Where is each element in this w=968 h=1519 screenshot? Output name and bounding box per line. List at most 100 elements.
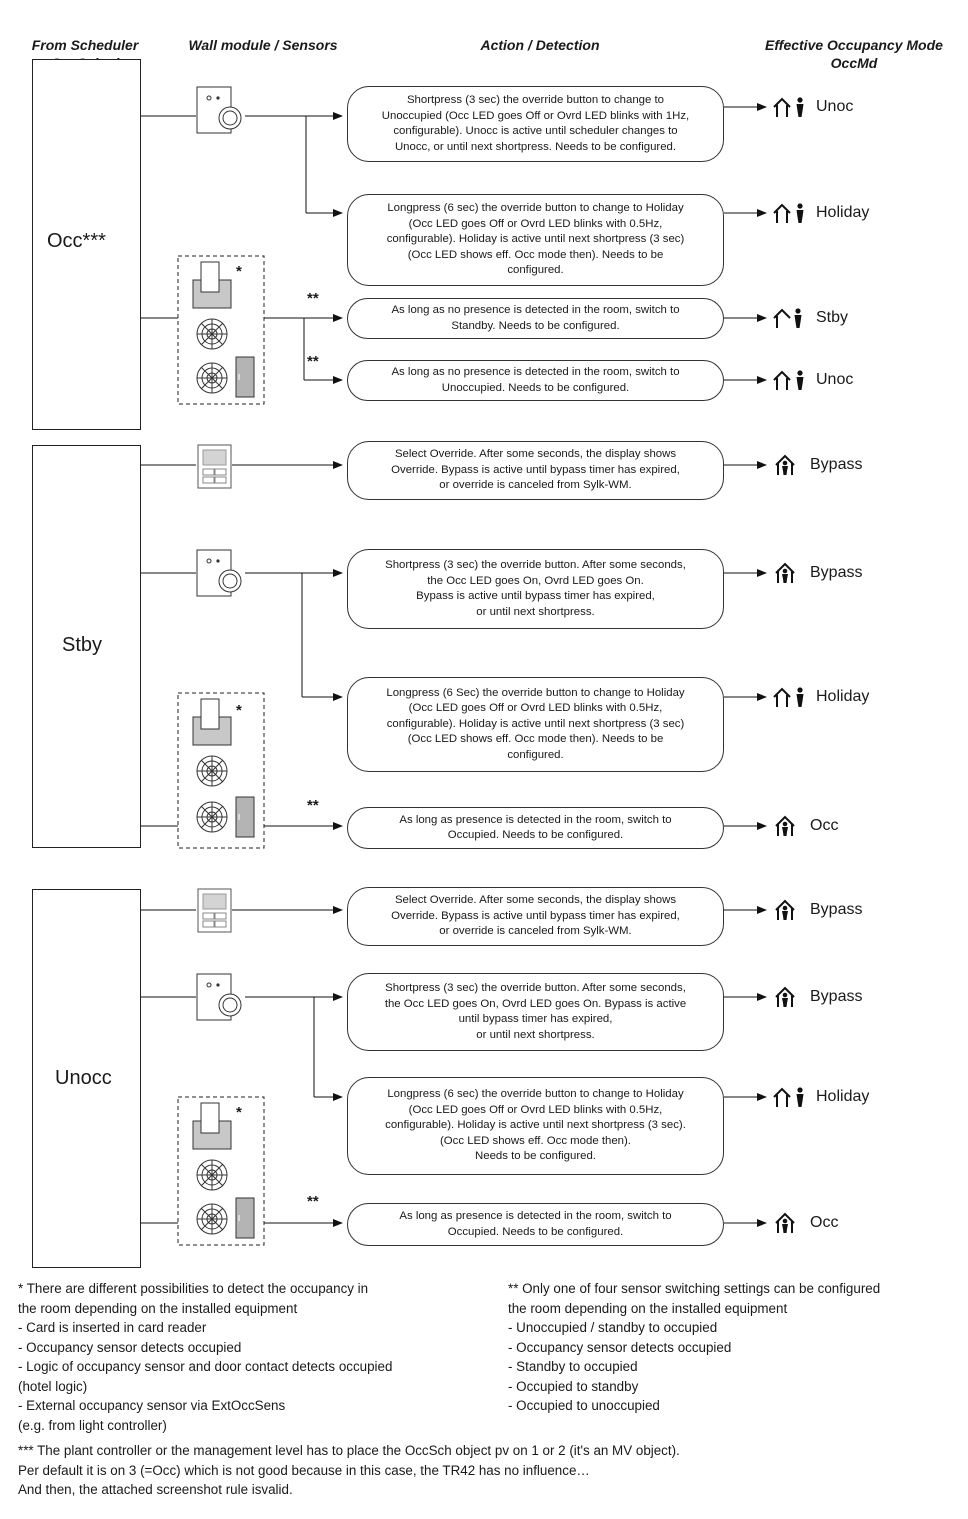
footnote-marker: ** — [307, 1193, 319, 1210]
header-action-detection: Action / Detection — [480, 37, 600, 53]
action-text-line: Occupied. Needs to be configured. — [447, 1225, 624, 1238]
half-house-person-icon — [773, 308, 802, 328]
footnote-line: - Standby to occupied — [508, 1359, 638, 1374]
action-text-line: Unoccupied. Needs to be configured. — [441, 381, 630, 394]
footnote-line: (hotel logic) — [18, 1378, 88, 1394]
action-text-line: Bypass is active until bypass timer has … — [416, 590, 655, 602]
action-text-line: until bypass timer has expired, — [458, 1013, 613, 1025]
footnote-line: the room depending on the installed equi… — [508, 1300, 788, 1316]
footnote-line: - Occupancy sensor detects occupied — [18, 1339, 242, 1355]
house-person-icon — [773, 1087, 804, 1107]
action-text-line: Longpress (6 Sec) the override button to… — [386, 686, 685, 699]
display-module-icon — [197, 888, 232, 933]
footnote-line: - Occupancy sensor detects occupied — [508, 1339, 732, 1355]
footnote-marker: * — [236, 263, 242, 280]
mode-result-holiday: Holiday — [772, 686, 869, 708]
action-text-line: Needs to be configured. — [475, 1150, 596, 1163]
sensor-group-icon — [177, 255, 265, 405]
mode-label: Bypass — [810, 988, 863, 1005]
house-person-icon — [773, 97, 804, 117]
footnote-line: *** The plant controller or the manageme… — [18, 1443, 680, 1458]
action-text-line: Select Override. After some seconds, the… — [394, 448, 677, 461]
action-text-line: Select Override. After some seconds, the… — [394, 894, 677, 907]
footnote-line: - Card is inserted in card reader — [18, 1320, 207, 1335]
action-stby-shortpress: Shortpress (3 sec) the override button. … — [347, 549, 724, 629]
state-label-occ: Occ*** — [47, 230, 106, 252]
action-text-line: Shortpress (3 sec) the override button t… — [406, 94, 665, 106]
mode-result-holiday: Holiday — [772, 1086, 869, 1108]
mode-label: Holiday — [816, 204, 870, 221]
action-text-line: the Occ LED goes On, Ovrd LED goes On. — [427, 574, 644, 587]
action-text-line: or override is canceled from Sylk-WM. — [439, 925, 632, 938]
action-text-line: As long as no presence is detected in th… — [391, 366, 680, 378]
mode-result-bypass: Bypass — [772, 899, 862, 921]
mode-result-occ: Occ — [772, 815, 838, 837]
action-text-line: (Occ LED goes Off or Ovrd LED blinks wit… — [408, 217, 663, 230]
person-in-house-icon — [775, 899, 795, 920]
action-occ-sensor-standby: As long as no presence is detected in th… — [347, 298, 724, 339]
action-text-line: Longpress (6 sec) the override button to… — [387, 1088, 684, 1101]
house-person-icon — [773, 203, 804, 223]
person-in-house-icon — [775, 562, 795, 583]
action-text-line: Unoccupied (Occ LED goes Off or Ovrd LED… — [381, 109, 690, 122]
action-text-line: Shortpress (3 sec) the override button. … — [385, 559, 686, 571]
footnote-line: And then, the attached screenshot rule i… — [18, 1482, 293, 1497]
footnote-double-star: ** Only one of four sensor switching set… — [508, 1279, 966, 1416]
action-text-line: Longpress (6 sec) the override button to… — [387, 202, 684, 215]
mode-label: Bypass — [810, 456, 863, 473]
action-text-line: As long as no presence is detected in th… — [391, 304, 680, 316]
display-module-icon — [197, 444, 232, 489]
footnote-marker: ** — [307, 353, 319, 370]
mode-label: Unoc — [816, 371, 854, 388]
mode-result-occ: Occ — [772, 1212, 838, 1234]
state-label-stby: Stby — [62, 634, 103, 656]
footnote-single-star: * There are different possibilities to d… — [18, 1279, 498, 1435]
action-text-line: Shortpress (3 sec) the override button. … — [385, 982, 686, 994]
person-in-house-icon — [775, 1212, 795, 1233]
mode-label: Occ — [810, 1214, 839, 1231]
header-effective-mode-line2: OccMd — [830, 55, 878, 71]
footnote-line: ** Only one of four sensor switching set… — [508, 1281, 881, 1296]
footnote-line: Per default it is on 3 (=Occ) which is n… — [18, 1462, 590, 1478]
action-text-line: Override. Bypass is active until bypass … — [391, 463, 680, 476]
action-unocc-shortpress: Shortpress (3 sec) the override button. … — [347, 973, 724, 1051]
mode-label: Bypass — [810, 901, 863, 918]
mode-label: Bypass — [810, 564, 863, 581]
mode-result-bypass: Bypass — [772, 562, 862, 584]
action-text-line: configurable). Unocc is active until sch… — [393, 125, 678, 137]
action-text-line: (Occ LED shows eff. Occ mode then). — [440, 1134, 631, 1147]
header-wall-module: Wall module / Sensors — [188, 37, 338, 53]
footnote-line: - Occupied to unoccupied — [508, 1398, 660, 1413]
person-in-house-icon — [775, 815, 795, 836]
action-text-line: Unocc, or until next shortpress. Needs t… — [394, 140, 677, 153]
mode-result-bypass: Bypass — [772, 454, 862, 476]
footnote-line: (e.g. from light controller) — [18, 1417, 167, 1433]
house-person-icon — [773, 370, 804, 390]
state-box-unocc: Unocc — [32, 889, 141, 1268]
mode-result-unoc: Unoc — [772, 96, 853, 118]
action-stby-override: Select Override. After some seconds, the… — [347, 441, 724, 500]
state-label-unocc: Unocc — [55, 1067, 112, 1089]
footnote-marker: * — [236, 1104, 242, 1121]
footnote-marker: ** — [307, 797, 319, 814]
footnote-line: the room depending on the installed equi… — [18, 1300, 298, 1316]
mode-label: Unoc — [816, 98, 854, 115]
action-text-line: or until next shortpress. — [476, 1028, 595, 1041]
footnote-marker: * — [236, 702, 242, 719]
footnote-line: - Unoccupied / standby to occupied — [508, 1320, 718, 1335]
footnote-marker: ** — [307, 290, 319, 307]
mode-result-unoc: Unoc — [772, 369, 853, 391]
action-unocc-sensor-occupied: As long as presence is detected in the r… — [347, 1203, 724, 1246]
action-stby-sensor-occupied: As long as presence is detected in the r… — [347, 807, 724, 849]
action-occ-shortpress: Shortpress (3 sec) the override button t… — [347, 86, 724, 162]
override-button-module-icon — [196, 549, 242, 597]
action-text-line: (Occ LED shows eff. Occ mode then). Need… — [407, 248, 664, 261]
header-effective-mode-line1: Effective Occupancy Mode — [765, 37, 943, 53]
mode-label: Holiday — [816, 688, 870, 705]
action-text-line: (Occ LED goes Off or Ovrd LED blinks wit… — [408, 1103, 663, 1116]
person-in-house-icon — [775, 454, 795, 475]
mode-result-bypass: Bypass — [772, 986, 862, 1008]
action-text-line: (Occ LED shows eff. Occ mode then). Need… — [407, 733, 664, 746]
action-text-line: configurable). Holiday is active until n… — [386, 717, 685, 730]
